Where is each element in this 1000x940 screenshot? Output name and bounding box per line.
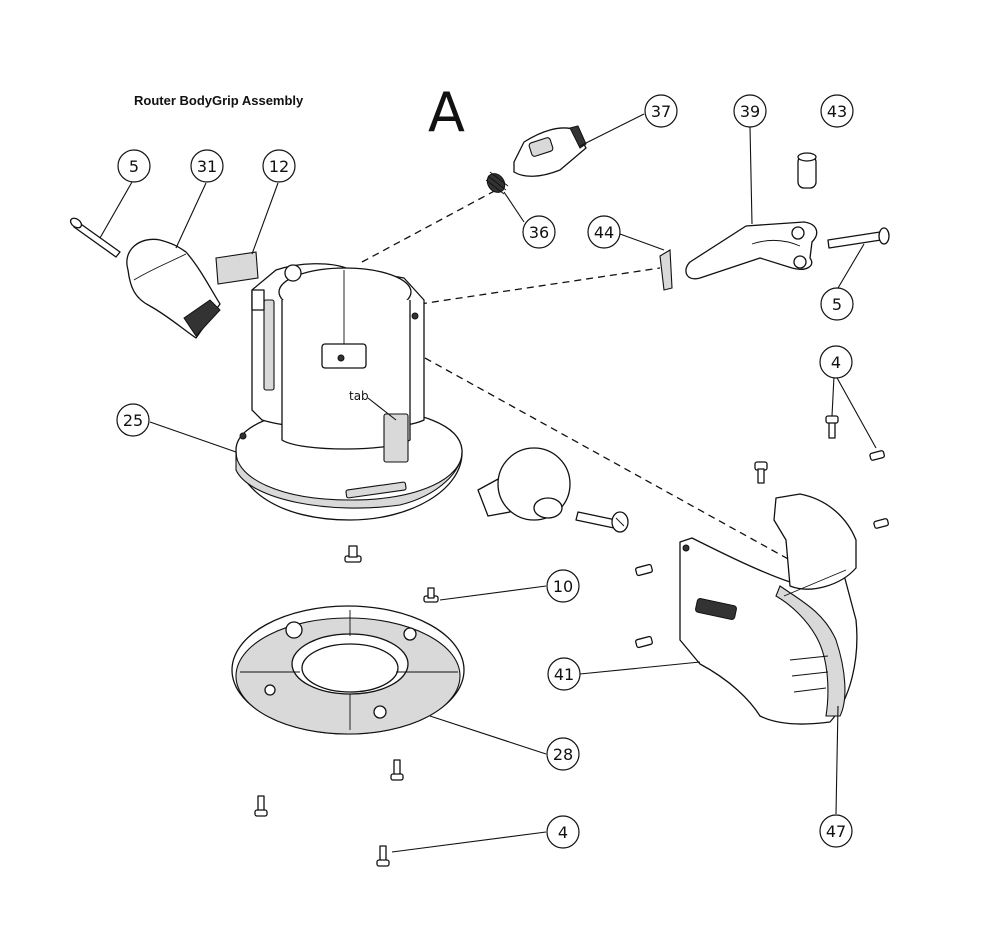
svg-text:5: 5 (129, 157, 139, 176)
part-screws-4-bottom (254, 759, 404, 867)
callout-28: 28 (546, 737, 580, 771)
part-pin-5-left (69, 217, 121, 258)
part-base-plate-28 (231, 605, 465, 735)
svg-text:36: 36 (529, 223, 549, 242)
svg-text:10: 10 (553, 577, 573, 596)
callout-36: 36 (522, 215, 556, 249)
callout-39: 39 (733, 94, 767, 128)
callout-4-right: 4 (819, 345, 853, 379)
part-router-body-25 (235, 263, 463, 521)
svg-text:41: 41 (554, 665, 574, 684)
callout-4-bottom: 4 (546, 815, 580, 849)
leader-lines (99, 113, 877, 853)
callout-25: 25 (116, 403, 150, 437)
svg-text:47: 47 (826, 822, 846, 841)
part-latch-37 (513, 125, 587, 177)
svg-text:31: 31 (197, 157, 217, 176)
part-knob-31 (126, 238, 221, 339)
part-screw-horizontal (575, 511, 629, 533)
part-bodygrip-41 (679, 493, 858, 725)
part-rear-knob (477, 447, 571, 521)
part-pin-43 (797, 152, 817, 189)
part-pin-5-right (827, 227, 890, 249)
svg-text:25: 25 (123, 411, 143, 430)
callout-43: 43 (820, 94, 854, 128)
svg-text:39: 39 (740, 102, 760, 121)
svg-text:12: 12 (269, 157, 289, 176)
part-lever-39 (685, 221, 818, 280)
section-letter: A (428, 81, 465, 144)
svg-text:44: 44 (594, 223, 614, 242)
callout-5-right: 5 (820, 287, 854, 321)
svg-text:4: 4 (558, 823, 568, 842)
callout-37: 37 (644, 94, 678, 128)
svg-text:43: 43 (827, 102, 847, 121)
part-screws-41 (635, 563, 653, 649)
svg-text:5: 5 (832, 295, 842, 314)
tab-annotation: tab (349, 389, 369, 403)
alignment-lines (361, 187, 791, 561)
diagram-title: Router BodyGrip Assembly (134, 93, 304, 108)
callout-12: 12 (262, 149, 296, 183)
svg-text:28: 28 (553, 745, 573, 764)
part-label-12 (215, 251, 259, 285)
part-spring-36 (485, 171, 509, 195)
svg-text:4: 4 (831, 353, 841, 372)
svg-text:37: 37 (651, 102, 671, 121)
callout-10: 10 (546, 569, 580, 603)
part-clip-44 (659, 249, 673, 291)
callout-44: 44 (587, 215, 621, 249)
callout-41: 41 (547, 657, 581, 691)
callout-31: 31 (190, 149, 224, 183)
callout-47: 47 (819, 814, 853, 848)
callout-5-left: 5 (117, 149, 151, 183)
part-screw-10 (344, 545, 439, 603)
